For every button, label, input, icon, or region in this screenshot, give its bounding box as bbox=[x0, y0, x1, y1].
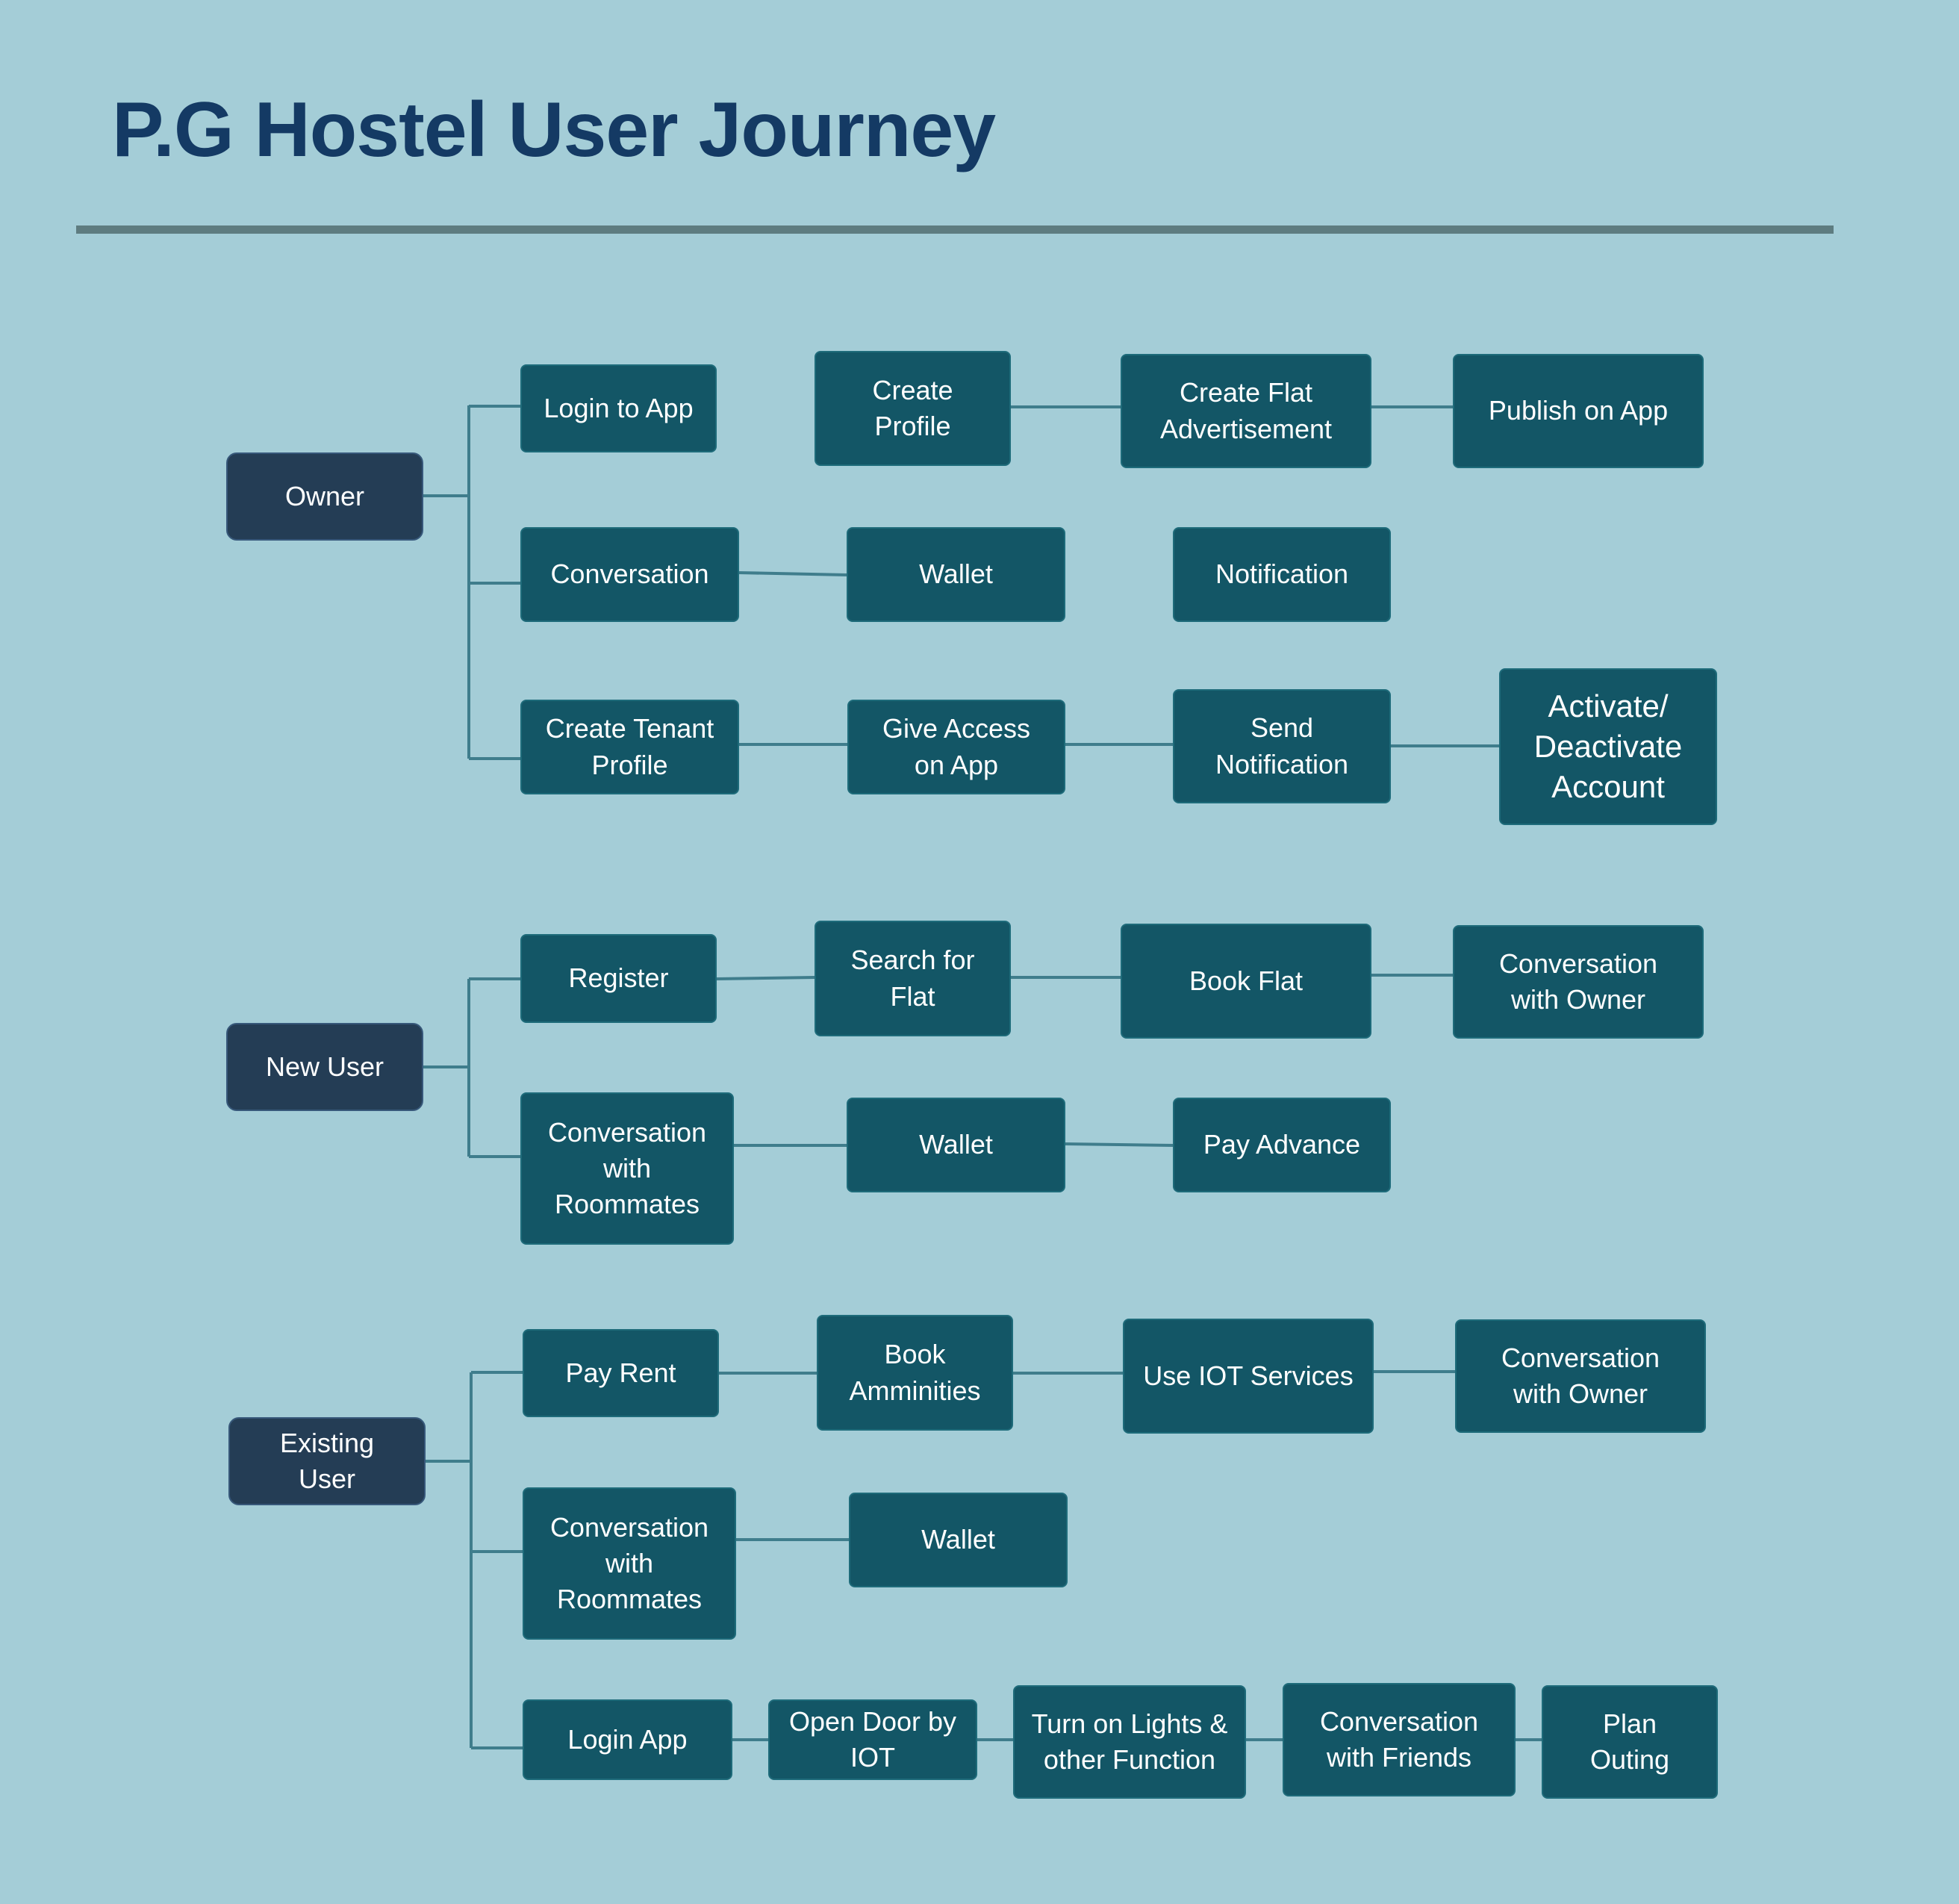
step-create-tenant-profile: Create Tenant Profile bbox=[520, 700, 739, 794]
step-login-to-app: Login to App bbox=[520, 364, 717, 452]
step-conversation: Conversation bbox=[520, 527, 739, 622]
step-conversation-with-roommates: Conversation with Roommates bbox=[523, 1487, 736, 1640]
step-book-flat: Book Flat bbox=[1121, 924, 1371, 1039]
step-login-app: Login App bbox=[523, 1699, 732, 1780]
step-wallet: Wallet bbox=[849, 1493, 1068, 1587]
step-plan-outing: Plan Outing bbox=[1542, 1685, 1718, 1799]
step-notification: Notification bbox=[1173, 527, 1391, 622]
root-existing-user: Existing User bbox=[228, 1417, 426, 1505]
step-conversation-with-owner: Conversation with Owner bbox=[1455, 1319, 1706, 1433]
step-wallet: Wallet bbox=[847, 1098, 1065, 1192]
page-title: P.G Hostel User Journey bbox=[112, 87, 996, 173]
connector-line bbox=[1065, 1142, 1174, 1147]
step-pay-rent: Pay Rent bbox=[523, 1329, 719, 1417]
step-pay-advance: Pay Advance bbox=[1173, 1098, 1391, 1192]
connector-line bbox=[716, 976, 815, 980]
step-book-amminities: Book Amminities bbox=[817, 1315, 1013, 1431]
step-register: Register bbox=[520, 934, 717, 1023]
step-conversation-with-owner: Conversation with Owner bbox=[1453, 925, 1704, 1039]
step-wallet: Wallet bbox=[847, 527, 1065, 622]
connector-line bbox=[738, 571, 847, 576]
step-activate-deactivate-account: Activate/ Deactivate Account bbox=[1499, 668, 1717, 825]
step-create-profile: Create Profile bbox=[815, 351, 1011, 466]
step-create-flat-advertisement: Create Flat Advertisement bbox=[1121, 354, 1371, 468]
step-open-door-by-iot: Open Door by IOT bbox=[768, 1699, 977, 1780]
step-use-iot-services: Use IOT Services bbox=[1123, 1319, 1374, 1434]
step-search-for-flat: Search for Flat bbox=[815, 921, 1011, 1036]
step-send-notification: Send Notification bbox=[1173, 689, 1391, 803]
root-new-user: New User bbox=[226, 1023, 423, 1111]
title-divider bbox=[76, 225, 1834, 234]
root-owner: Owner bbox=[226, 452, 423, 541]
step-conversation-with-friends: Conversation with Friends bbox=[1283, 1683, 1516, 1796]
step-turn-on-lights: Turn on Lights & other Function bbox=[1013, 1685, 1246, 1799]
step-publish-on-app: Publish on App bbox=[1453, 354, 1704, 468]
step-give-access-on-app: Give Access on App bbox=[847, 700, 1065, 794]
step-conversation-with-roommates: Conversation with Roommates bbox=[520, 1092, 734, 1245]
